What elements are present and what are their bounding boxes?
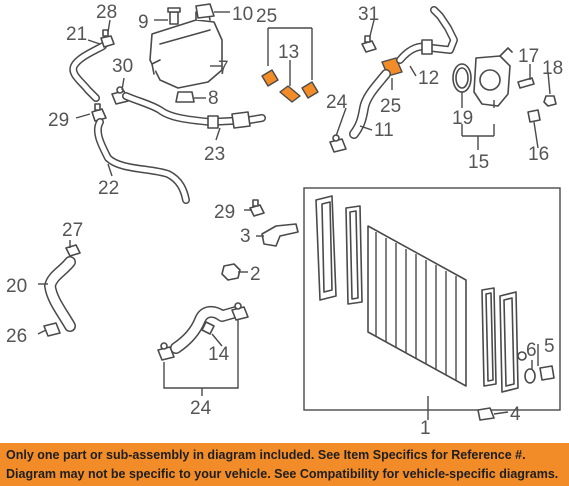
bracket-3 [261, 223, 299, 247]
callout-24-top: 24 [326, 92, 348, 113]
clamp-29-left [91, 103, 107, 122]
nut-18 [543, 95, 557, 107]
clamp-25-right [301, 81, 319, 99]
callout-12: 12 [418, 68, 439, 89]
hose-22 [93, 118, 190, 204]
bolt-9 [167, 7, 181, 25]
clamp-26 [43, 322, 61, 337]
callout-15: 15 [468, 152, 489, 173]
callout-24-bottom: 24 [190, 398, 212, 419]
gasket-19 [452, 63, 472, 93]
hose-21 [69, 42, 107, 102]
radiator-seal-right [481, 287, 497, 387]
callout-22: 22 [98, 178, 119, 199]
disclaimer-banner: Only one part or sub-assembly in diagram… [0, 443, 569, 486]
stud-17 [517, 77, 535, 89]
callout-10: 10 [232, 4, 253, 25]
hose-23 [122, 92, 266, 129]
callout-31: 31 [358, 4, 379, 25]
thermostat-housing [473, 47, 513, 107]
callout-21: 21 [66, 24, 87, 45]
grommet-4 [477, 407, 495, 421]
clamp-24-left [157, 342, 175, 361]
callout-20: 20 [6, 276, 27, 297]
callout-11: 11 [374, 120, 394, 141]
clamp-25-left [261, 69, 279, 87]
callout-28: 28 [96, 2, 117, 23]
callout-25-top: 25 [256, 6, 277, 27]
callout-29-right: 29 [214, 202, 235, 223]
hose-20 [44, 256, 76, 332]
cap-10 [195, 3, 215, 19]
clamp-29-right [249, 199, 265, 217]
callout-14: 14 [208, 344, 230, 365]
callout-16: 16 [528, 144, 549, 165]
callout-3: 3 [240, 226, 251, 247]
radiator-tank-right [499, 291, 527, 393]
radiator-seal-left [345, 205, 363, 305]
callout-18: 18 [542, 58, 563, 79]
clamp-27 [65, 244, 81, 257]
radiator-frame [303, 187, 561, 411]
callout-labels: 1 2 3 4 5 6 7 8 9 10 11 12 13 14 15 16 1… [6, 2, 563, 439]
hose-14 [170, 305, 242, 354]
o-ring-6 [524, 368, 536, 384]
callout-7: 7 [218, 58, 229, 79]
disclaimer-line-1: Only one part or sub-assembly in diagram… [6, 448, 526, 462]
callout-30: 30 [112, 56, 133, 77]
callout-1: 1 [420, 418, 431, 439]
callout-5: 5 [544, 336, 555, 357]
hose-13 [279, 85, 301, 103]
grommet-2 [221, 263, 241, 281]
bolt-16 [527, 109, 541, 123]
clamp-24-right [231, 302, 249, 321]
radiator-tank-left [315, 195, 337, 301]
callout-29-left: 29 [48, 110, 69, 131]
callout-17: 17 [518, 46, 539, 67]
callout-19: 19 [452, 108, 473, 129]
grommet-8 [175, 91, 195, 103]
drain-plug-5 [539, 365, 555, 381]
hose-11 [349, 69, 391, 139]
leader-lines [37, 11, 551, 420]
disclaimer-line-2: Diagram may not be specific to your vehi… [6, 467, 559, 481]
pipe-12 [396, 6, 458, 64]
callout-6: 6 [526, 340, 537, 361]
clamp-28 [100, 29, 115, 48]
callout-4: 4 [510, 404, 521, 425]
callout-9: 9 [138, 12, 149, 33]
callout-13: 13 [278, 42, 299, 63]
callout-27: 27 [62, 220, 83, 241]
callout-25-right: 25 [380, 96, 401, 117]
exploded-parts-diagram: 1 2 3 4 5 6 7 8 9 10 11 12 13 14 15 16 1… [6, 2, 563, 439]
radiator-core [367, 225, 467, 387]
clamp-24-top [329, 134, 347, 153]
callout-8: 8 [208, 88, 219, 109]
callout-26: 26 [6, 326, 27, 347]
coolant-reservoir [149, 9, 223, 89]
callout-2: 2 [250, 264, 261, 285]
clamp-31 [361, 35, 377, 53]
callout-23: 23 [204, 144, 225, 165]
